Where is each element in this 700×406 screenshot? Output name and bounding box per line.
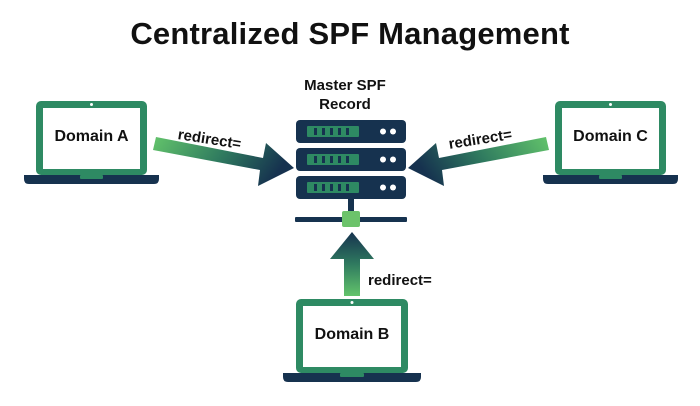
laptop-base xyxy=(543,175,678,184)
laptop-screen xyxy=(43,108,140,169)
domain-c-label: Domain C xyxy=(573,128,648,145)
arrow-domain-b-label: redirect= xyxy=(368,272,432,289)
master-spf-label: Master SPF Record xyxy=(280,76,410,114)
laptop-domain-b xyxy=(283,299,421,382)
laptop-base xyxy=(283,373,421,382)
laptop-camera-icon xyxy=(609,103,612,106)
domain-b-label: Domain B xyxy=(314,326,390,343)
laptop-domain-c xyxy=(543,101,678,184)
laptop-screen xyxy=(562,108,659,169)
arrow-domain-b xyxy=(330,232,374,296)
page-title: Centralized SPF Management xyxy=(130,16,570,51)
laptop-screen xyxy=(303,306,401,367)
arrow-domain-a xyxy=(153,137,294,186)
laptop-camera-icon xyxy=(90,103,93,106)
laptop-trackpad xyxy=(80,175,103,179)
server-icon xyxy=(295,120,407,227)
laptop-base xyxy=(24,175,159,184)
arrow-domain-c xyxy=(408,137,549,186)
master-spf-label-line2: Record xyxy=(319,96,371,113)
laptop-trackpad xyxy=(340,373,364,377)
server-connector xyxy=(342,211,360,227)
domain-a-label: Domain A xyxy=(54,128,129,145)
laptop-domain-a xyxy=(24,101,159,184)
laptop-camera-icon xyxy=(350,301,354,304)
master-spf-label-line1: Master SPF xyxy=(304,77,386,94)
laptop-trackpad xyxy=(599,175,622,179)
